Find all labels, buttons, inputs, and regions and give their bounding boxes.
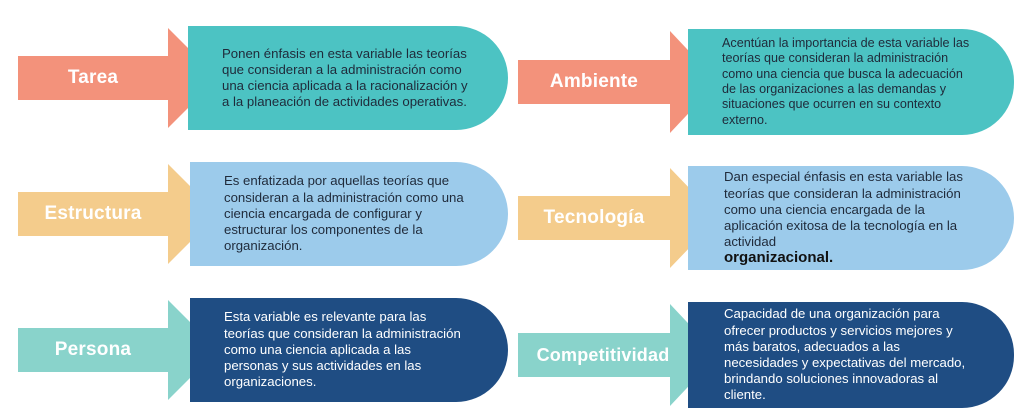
description-competitividad: Capacidad de una organización para ofrec… [688,302,1014,408]
description-persona-text: Esta variable es relevante para las teor… [224,309,461,390]
arrow-persona [18,300,218,400]
description-tecnologia-text: Dan especial énfasis en esta variable la… [724,169,963,250]
item-tecnologia: Tecnología Dan especial énfasis en esta … [518,166,1014,270]
description-ambiente: Acentúan la importancia de esta variable… [688,29,1014,135]
label-ambiente: Ambiente [549,71,639,92]
item-competitividad: Competitividad Capacidad de una organiza… [518,302,1014,408]
label-tarea: Tarea [67,67,119,88]
arrow-ambiente [518,31,718,133]
description-tarea-text: Ponen énfasis en esta variable las teorí… [222,45,468,110]
label-estructura: Estructura [44,203,142,224]
arrow-estructura [18,164,218,264]
description-estructura: Es enfatizada por aquellas teorías que c… [190,162,508,266]
arrow-tecnologia [518,168,718,268]
description-estructura-text: Es enfatizada por aquellas teorías que c… [224,173,464,254]
description-persona: Esta variable es relevante para las teor… [190,298,508,402]
label-tecnologia: Tecnología [543,207,645,228]
description-ambiente-text: Acentúan la importancia de esta variable… [722,35,970,127]
label-competitividad: Competitividad [536,344,670,365]
item-estructura: Estructura Es enfatizada por aquellas te… [18,162,508,266]
item-tarea: Tarea Ponen énfasis en esta variable las… [18,26,508,130]
description-tecnologia: Dan especial énfasis en esta variable la… [688,166,1014,270]
arrow-competitividad [518,304,718,406]
item-ambiente: Ambiente Acentúan la importancia de esta… [518,29,1014,135]
description-tecnologia-emphasis: organizacional. [724,249,834,267]
label-persona: Persona [54,339,132,360]
arrow-tarea [18,28,218,128]
item-persona: Persona Esta variable es relevante para … [18,298,508,402]
description-competitividad-text: Capacidad de una organización para ofrec… [724,306,966,403]
description-tarea: Ponen énfasis en esta variable las teorí… [188,26,508,130]
